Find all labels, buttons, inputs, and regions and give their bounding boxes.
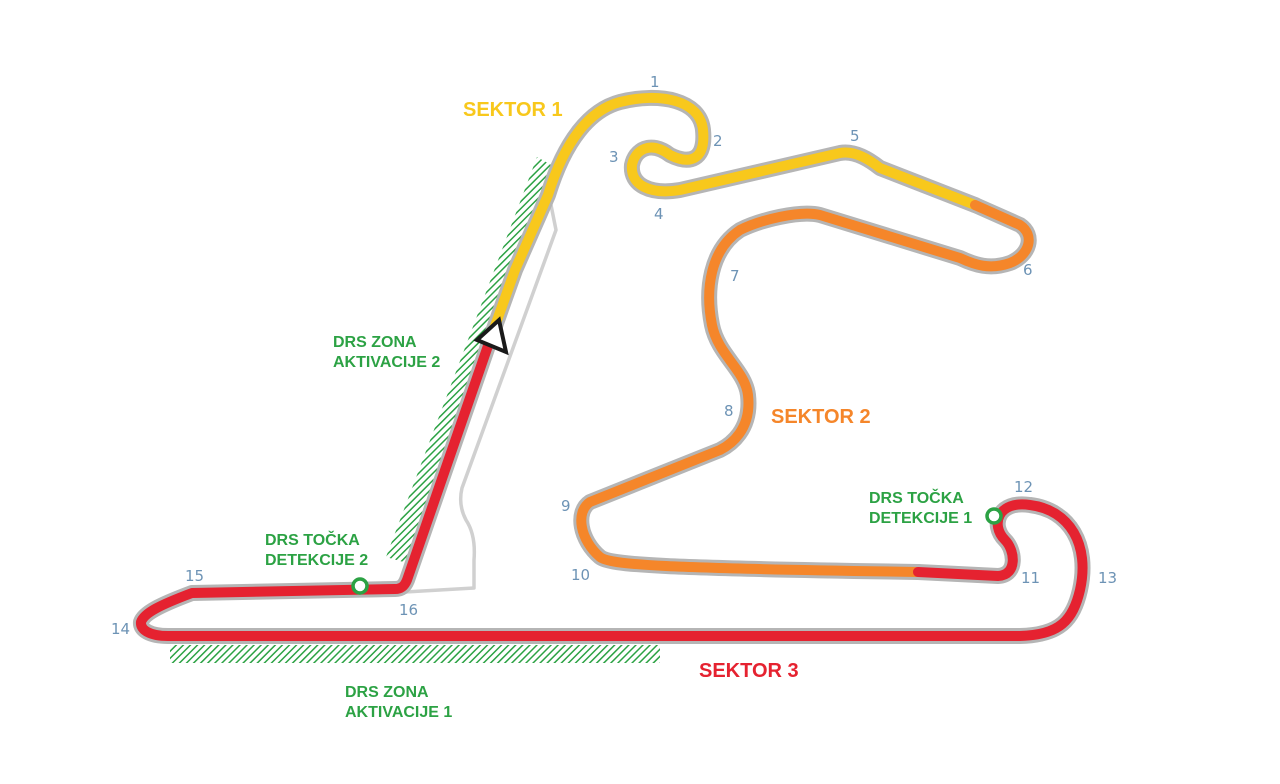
turn-number-1: 1 [650,73,660,91]
turn-number-16: 16 [399,601,419,619]
drs-zone-2-line-1: DRS ZONA [333,334,417,351]
turn-number-5: 5 [850,127,860,145]
turn-number-11: 11 [1021,569,1041,587]
turn-number-10: 10 [571,566,591,584]
turn-number-7: 7 [730,267,740,285]
drs-detection-1-line-2: DETEKCIJE 1 [869,510,973,527]
drs-detection-point-icon [351,577,369,595]
drs-detection-point-icon [985,507,1003,525]
turn-number-15: 15 [185,567,205,585]
drs-detection-1-line-1: DRS TOČKA [869,490,964,507]
drs-zone-2-line-2: AKTIVACIJE 2 [333,354,441,371]
turn-number-12: 12 [1014,478,1034,496]
turn-number-14: 14 [111,620,131,638]
turn-number-4: 4 [654,205,664,223]
pit-lane [403,188,558,594]
sector-3-label: SEKTOR 3 [699,660,799,682]
track-sector-2 [576,200,1034,577]
track-sector-1 [485,92,980,345]
drs-detection-2-line-2: DETEKCIJE 2 [265,552,369,569]
drs-detection-2-line-1: DRS TOČKA [265,532,360,549]
sector-2-label: SEKTOR 2 [771,406,871,428]
turn-number-3: 3 [609,148,619,166]
turn-number-8: 8 [724,402,734,420]
turn-number-9: 9 [561,497,571,515]
drs-zone-2-label: DRS ZONA AKTIVACIJE 2 [333,333,440,373]
drs-zone-1-line-2: AKTIVACIJE 1 [345,704,453,721]
turn-number-2: 2 [713,132,723,150]
drs-zone-1-hatch [170,645,660,663]
drs-zone-1-line-1: DRS ZONA [345,684,429,701]
turn-number-13: 13 [1098,569,1118,587]
drs-detection-2-label: DRS TOČKA DETEKCIJE 2 [265,531,368,571]
start-finish-triangle-icon [473,316,509,356]
track-sector-3 [136,335,1088,641]
drs-detection-1-label: DRS TOČKA DETEKCIJE 1 [869,489,972,529]
sector-1-label: SEKTOR 1 [463,99,563,121]
turn-number-6: 6 [1023,261,1033,279]
track [136,92,1088,641]
drs-zone-1-label: DRS ZONA AKTIVACIJE 1 [345,683,452,723]
